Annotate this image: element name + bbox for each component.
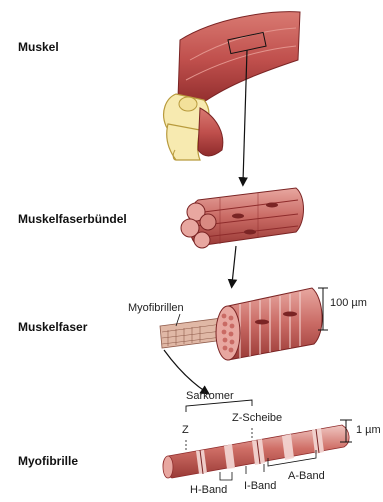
leg-muscle-illustration [164,12,300,160]
annotation-h-band: H-Band [190,484,227,496]
label-muscle: Muskel [18,40,59,54]
annotation-a-band: A-Band [288,470,325,482]
annotation-myofibril-diameter: 1 µm [356,424,381,436]
arrow-bundle-to-fiber [232,246,236,284]
label-myofibril: Myofibrille [18,454,78,468]
annotation-fiber-diameter: 100 µm [330,297,367,309]
annotation-z-disc: Z-Scheibe [232,412,282,424]
muscle-fiber-illustration [160,288,328,360]
fiber-bundle-illustration [181,188,304,248]
label-fiber-bundle: Muskelfaserbündel [18,212,127,226]
annotation-i-band: I-Band [244,480,276,492]
annotation-myofibrils: Myofibrillen [128,302,184,314]
annotation-z: Z [182,424,189,436]
label-muscle-fiber: Muskelfaser [18,320,87,334]
annotation-sarcomere: Sarkomer [186,390,234,402]
arrow-fiber-to-myofibril [164,350,206,392]
